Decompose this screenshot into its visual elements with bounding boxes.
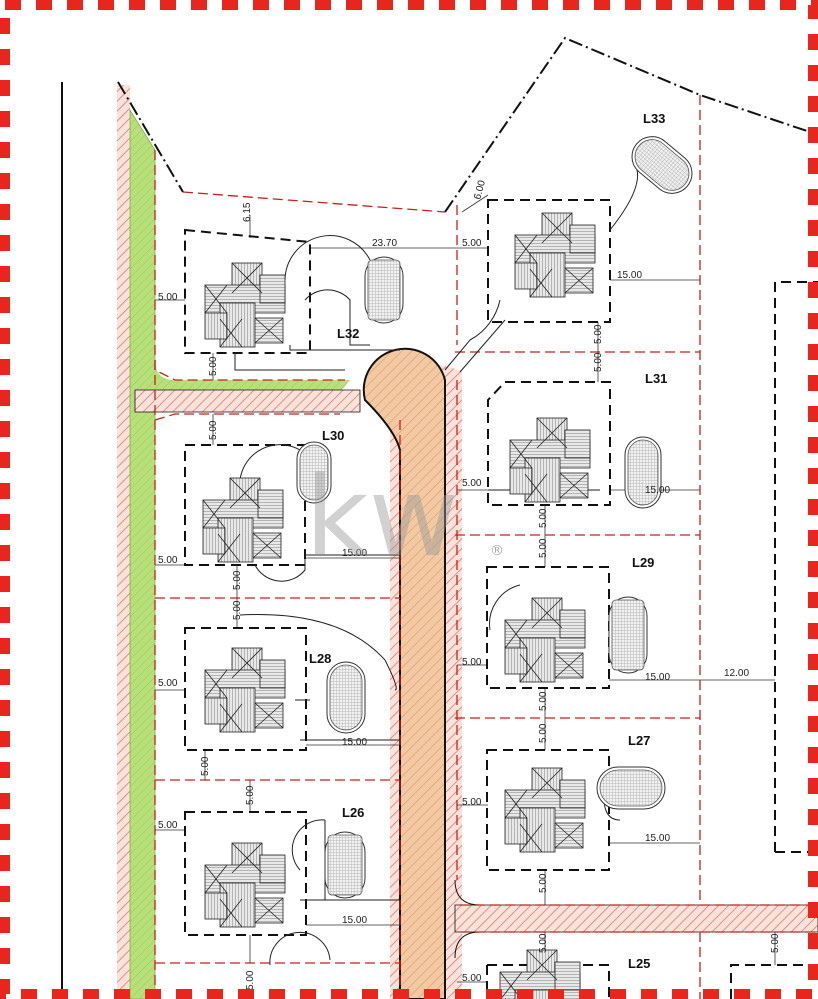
green-strip-corner [135,360,350,392]
dimension-label: 15.00 [342,548,367,559]
dimension-lines [155,194,776,983]
pool [631,136,693,194]
houses [202,212,596,999]
house [509,417,591,503]
dimension-label: 5.00 [208,420,219,440]
dimension-label: 5.00 [462,238,482,249]
dimension-label: 12.00 [724,668,749,679]
lot-label: L31 [645,371,667,386]
pool [608,596,648,674]
side-road-north [134,389,361,413]
pool [596,766,666,810]
dimension-label: 5.00 [158,555,178,566]
dimension-label: 5.00 [770,933,781,953]
dimension-label: 15.00 [645,672,670,683]
dimension-label: 15.00 [342,915,367,926]
dimension-label: 5.00 [462,797,482,808]
dimension-label: 5.00 [232,570,243,590]
pool [364,256,404,324]
house [514,212,596,298]
dimension-label: 6.00 [472,179,488,201]
dimension-label: 5.00 [462,478,482,489]
dimension-label: 5.00 [538,538,549,558]
dimension-label: 5.00 [245,785,256,805]
dimension-label: 5.00 [593,324,604,344]
house [204,262,286,348]
pools [296,136,693,899]
site-boundary-east [444,36,811,213]
verge-strip [117,85,130,999]
dimension-label: 5.00 [538,723,549,743]
pool [324,831,366,899]
house [499,949,581,999]
dimension-label: 5.00 [200,756,211,776]
dimension-label: 5.00 [538,691,549,711]
pool [624,436,662,509]
dimension-label: 15.00 [645,485,670,496]
watermark: kw [305,453,459,581]
dimension-label: 5.00 [208,356,219,376]
house [202,477,284,563]
house [204,647,286,733]
lot-label: L29 [632,555,654,570]
dimension-label: 5.00 [462,973,482,984]
house [504,597,586,683]
lot-label: L32 [337,326,359,341]
dimension-label: 5.00 [158,292,178,303]
dimension-label: 5.00 [245,970,256,990]
lot-label: L33 [643,111,665,126]
lot-label: L27 [628,733,650,748]
dimension-label: 15.00 [617,270,642,281]
green-strip [129,108,156,999]
side-road-south [454,904,818,933]
house [504,767,586,853]
watermark-registered-mark: ® [490,543,504,559]
lot-label: L30 [322,428,344,443]
dimension-label: 6.15 [242,202,253,222]
lot-label: L25 [628,956,650,971]
dimension-labels: 6.15 23.70 5.00 6.00 5.00 5.00 15.00 5.00 5.00 5.… [158,179,781,990]
dimension-label: 5.00 [232,600,243,620]
lot-label: L28 [309,651,331,666]
dimension-label: 23.70 [372,238,397,249]
house [204,842,286,928]
dimension-label: 5.00 [158,678,178,689]
dimension-label: 5.00 [538,873,549,893]
dimension-label: 15.00 [645,833,670,844]
pool [326,661,366,734]
dimension-label: 5.00 [158,820,178,831]
site-boundary [117,81,184,193]
cul-de-sac-road [362,347,446,999]
pool [296,441,332,504]
dimension-label: 5.00 [538,508,549,528]
lot-lines [154,95,818,999]
lot-label: L26 [342,805,364,820]
dimension-label: 5.00 [538,933,549,953]
dimension-label: 15.00 [342,737,367,748]
dimension-label: 5.00 [462,657,482,668]
dimension-label: 5.00 [593,352,604,372]
